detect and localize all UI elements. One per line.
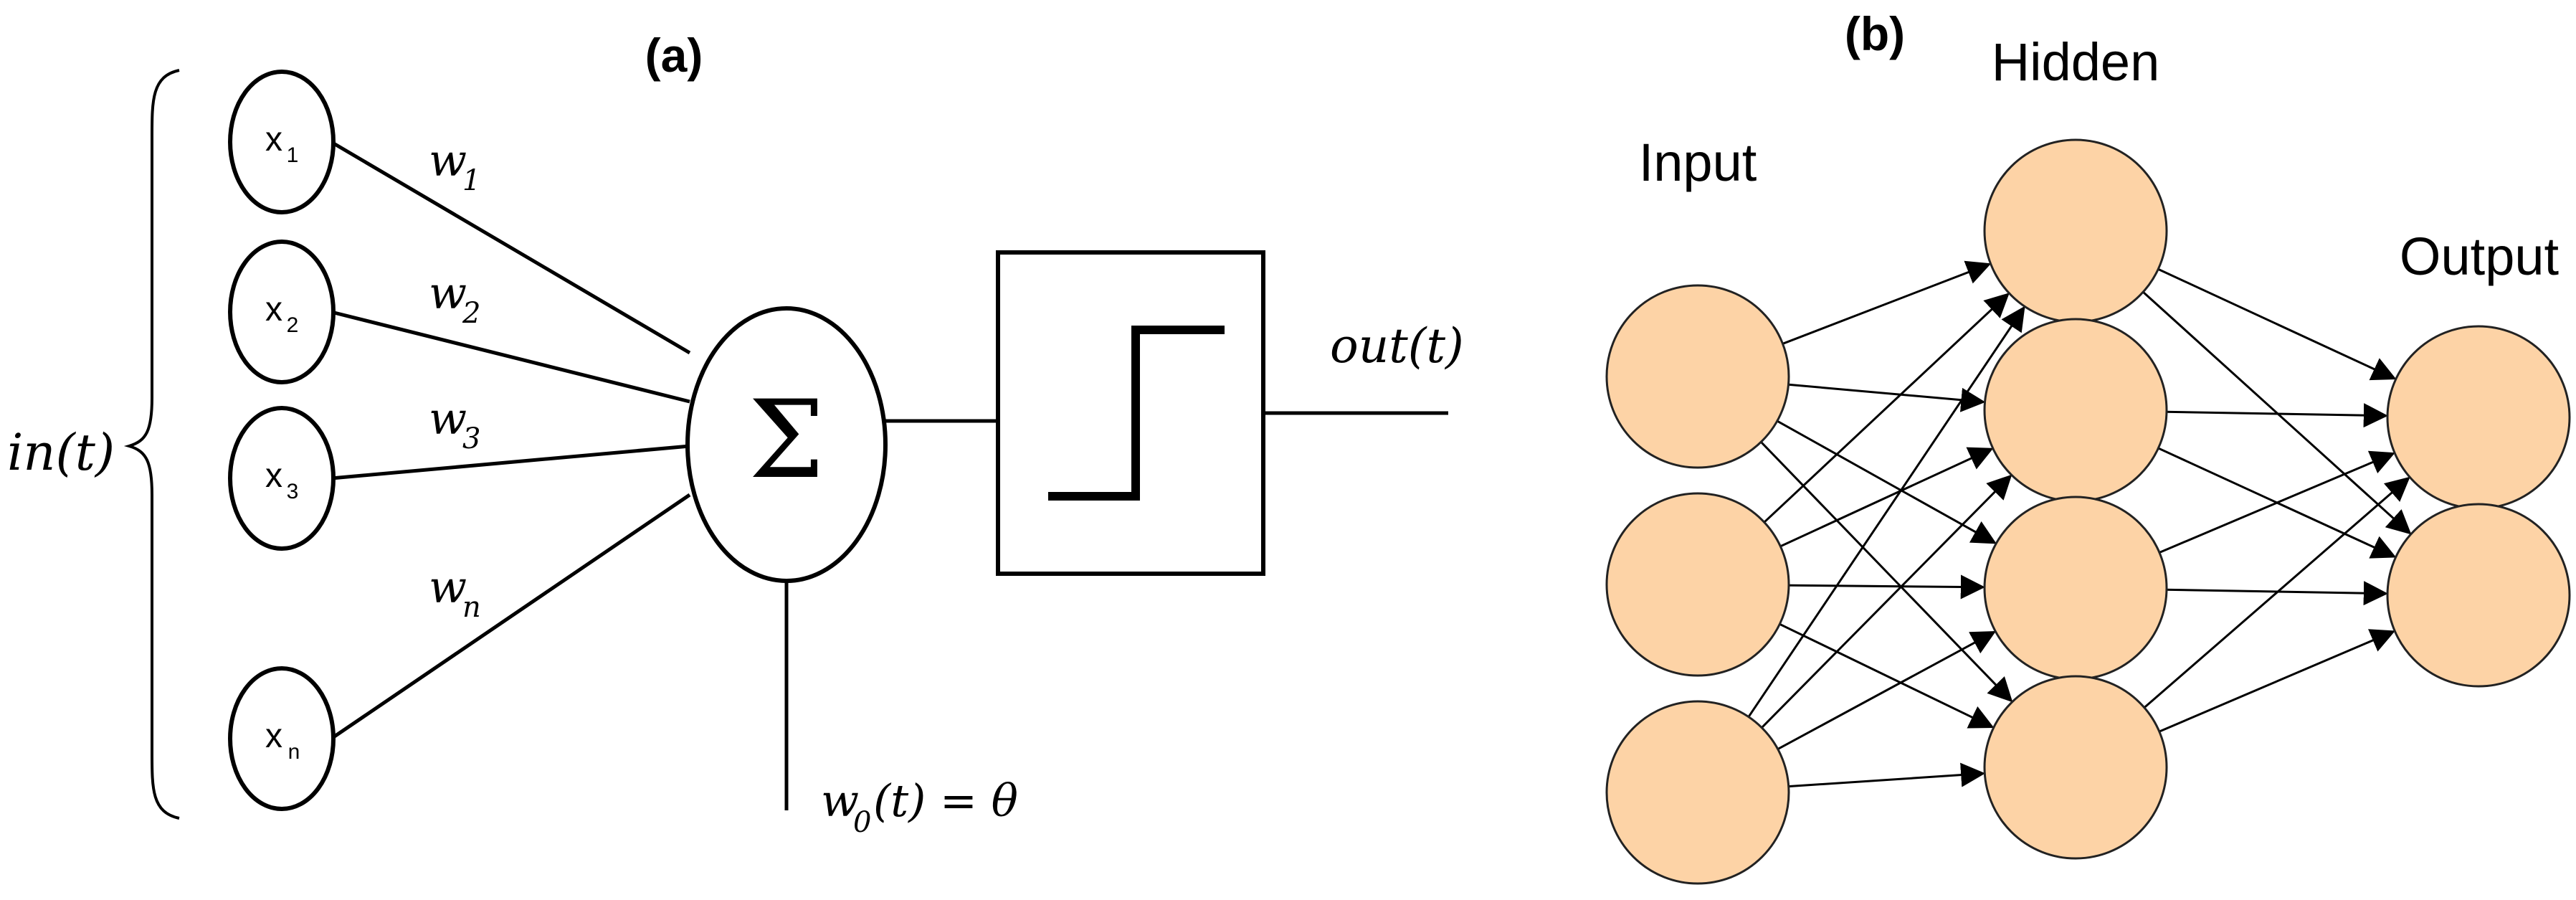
svg-text:w: w [429,561,467,613]
edge-input3-to-hidden1 [1744,305,2025,724]
edge-input2-to-hidden1 [1758,293,2010,529]
sigma-icon: Σ [748,378,824,503]
hidden-node-3 [1983,496,2168,681]
svg-text:w: w [429,134,467,186]
layer-label-output: Output [2400,227,2560,286]
input-node-2 [1605,492,1790,677]
panel-b-label: (b) [1845,7,1905,60]
edge-input1-to-hidden4 [1755,436,2013,703]
input-weight-lines [330,140,691,741]
xn-sub: n [288,740,300,764]
hidden-node-1 [1983,138,2168,323]
step-activation-box [996,250,1265,576]
weight-w2: w 2 [429,267,480,330]
svg-text:w: w [429,267,467,319]
svg-text:w: w [821,775,859,827]
output-node-2 [2386,503,2571,688]
weight-w1: w 1 [429,134,480,197]
svg-text:3: 3 [462,422,480,455]
x1-sub: 1 [287,143,299,167]
edge-input1-to-hidden1 [1775,260,1992,348]
input-node-x2: x 2 [228,240,336,384]
input-node-x3: x 3 [228,406,336,551]
edge-hidden3-to-output2 [2159,581,2388,606]
line-xn-sum [330,493,691,741]
svg-text:x: x [265,120,282,158]
network-edges [1744,260,2412,788]
line-x2-sum [331,310,690,404]
output-node-1 [2386,325,2571,510]
weight-w3: w 3 [429,392,480,455]
bias-label: w 0 (t) = θ [821,775,1018,839]
edge-input2-to-hidden4 [1772,620,1995,729]
svg-text:0: 0 [853,806,871,839]
x3-base: x [265,457,282,495]
line-x1-sum [330,140,691,355]
out-t-label: out(t) [1330,318,1464,374]
in-t-label: in(t) [7,423,115,482]
svg-text:w: w [429,392,467,445]
input-brace [123,69,180,820]
edge-hidden1-to-output1 [2151,265,2397,381]
layer-label-input: Input [1639,133,1757,192]
input-node-xn: x n [228,666,336,811]
edge-input3-to-hidden3 [1771,631,1997,754]
layer-label-hidden: Hidden [1992,32,2160,92]
x2-sub: 2 [287,313,299,337]
panel-b-network: (b) Input Hidden Output [1605,7,2571,885]
edge-input1-to-hidden3 [1770,416,1997,544]
edge-hidden4-to-output1 [2138,476,2410,714]
svg-text:2: 2 [462,297,480,330]
input-node-3 [1605,700,1790,885]
xn-base: x [265,717,282,755]
panel-a-perceptron: (a) in(t) x 1 x 2 x 3 x [7,29,1464,839]
hidden-node-2 [1983,318,2168,503]
edge-hidden4-to-output2 [2152,629,2395,736]
hidden-node-4 [1983,675,2168,860]
x1-base: x [265,120,282,158]
edge-hidden3-to-output1 [2152,450,2395,556]
edge-hidden2-to-output1 [2159,403,2388,428]
input-node-x1: x 1 [228,70,336,214]
line-x3-sum [331,444,690,480]
summation-node: Σ [685,306,888,583]
edge-input1-to-hidden2 [1781,382,1986,412]
x3-sub: 3 [287,480,299,503]
edge-hidden2-to-output2 [2151,444,2397,559]
input-node-1 [1605,284,1790,469]
svg-text:(t) = θ: (t) = θ [873,775,1018,827]
edge-input2-to-hidden2 [1773,447,1994,551]
weight-wn: w n [429,561,481,624]
svg-text:n: n [462,591,481,624]
x2-base: x [265,290,282,328]
step-function-icon [1048,326,1225,501]
network-nodes [1605,138,2571,885]
panel-a-label: (a) [645,29,703,82]
edge-hidden1-to-output2 [2137,286,2412,535]
edge-input3-to-hidden4 [1781,762,1986,788]
edge-input3-to-hidden2 [1756,474,2012,734]
svg-text:1: 1 [462,164,480,197]
edge-input2-to-hidden3 [1781,574,1985,600]
